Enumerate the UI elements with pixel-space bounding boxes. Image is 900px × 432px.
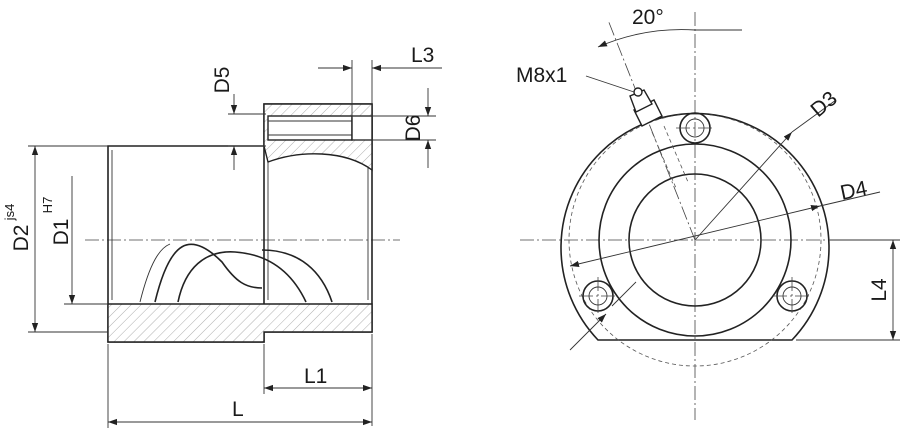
d3-leader <box>791 99 837 133</box>
d2-label: D2 <box>10 225 33 252</box>
bolt-hole-top <box>676 112 714 144</box>
thread-label: M8x1 <box>516 64 567 87</box>
d3-dimension-line <box>694 131 793 241</box>
angle-arc <box>597 29 696 48</box>
d4-dimension-line <box>569 205 821 267</box>
bolt-hole-right <box>773 277 811 315</box>
d1-label: D1 <box>50 219 73 246</box>
grease-nipple <box>629 87 689 189</box>
front-view: M8x1 20° D3 D4 L4 <box>516 6 900 420</box>
thread-leader <box>585 75 635 93</box>
d4-leader <box>819 191 881 207</box>
bottom-wall-section <box>107 303 373 343</box>
l3-label: L3 <box>411 44 434 67</box>
angle-reference-centerline <box>607 19 696 241</box>
grease-bore <box>267 115 353 141</box>
d3-label: D3 <box>806 87 841 122</box>
bolt-circle <box>568 113 822 367</box>
l4-label: L4 <box>868 278 891 302</box>
l-label: L <box>232 398 244 421</box>
ball-outer-arc <box>261 249 333 303</box>
d6-label: D6 <box>402 115 425 142</box>
bolt-hole-dimension-line <box>611 281 637 307</box>
bolt-hole-left <box>579 277 617 315</box>
ball-bore-arc <box>177 251 307 303</box>
d1-tolerance: H7 <box>40 197 55 214</box>
d4-label: D4 <box>838 177 869 205</box>
l1-label: L1 <box>304 365 327 388</box>
angle-label: 20° <box>632 6 664 29</box>
bolt-hole-dimension-line <box>569 313 607 351</box>
side-view: D5 L3 D6 D2 js4 D1 H7 L1 <box>2 44 442 428</box>
d5-label: D5 <box>211 67 234 94</box>
ball-inner-arc <box>139 243 171 303</box>
d2-tolerance: js4 <box>2 204 17 222</box>
grease-bore-end <box>351 115 373 141</box>
